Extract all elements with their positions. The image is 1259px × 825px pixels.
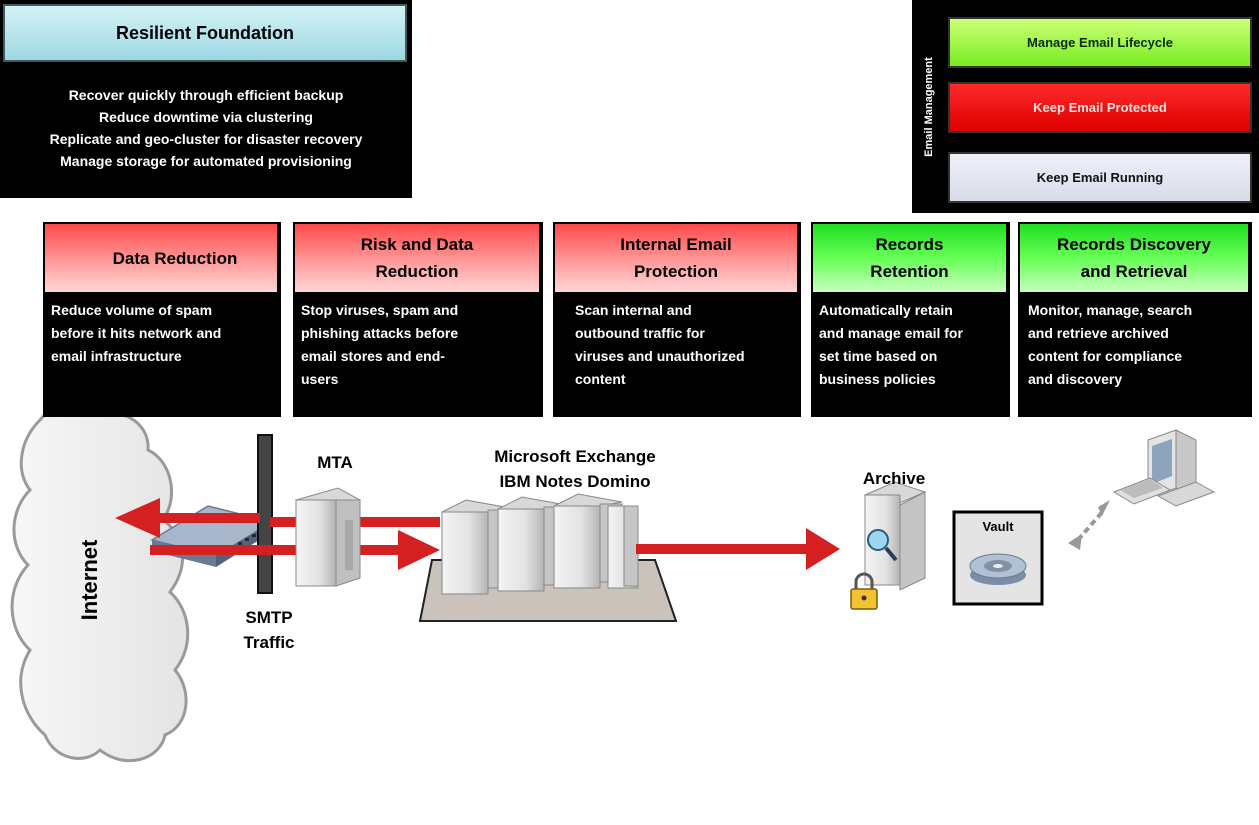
feature-data-reduction: Data Reduction Reduce volume of spam bef… xyxy=(43,222,281,417)
legend-manage-lifecycle: Manage Email Lifecycle xyxy=(948,17,1252,68)
feature-desc-line: Stop viruses, spam and xyxy=(301,302,459,318)
feature-title: Data Reduction xyxy=(45,224,277,292)
feature-desc-line: outbound traffic for xyxy=(575,325,705,341)
firewall-bar xyxy=(257,434,273,594)
feature-desc-line: business policies xyxy=(819,371,936,387)
smtp-inbound-arrow xyxy=(115,498,260,538)
resilient-foundation-list: Recover quickly through efficient backup… xyxy=(0,84,412,172)
legend-title: Email Management xyxy=(914,0,944,213)
feature-title-line: Records xyxy=(875,235,944,254)
feature-records-retention: Records Retention Automatically retain a… xyxy=(811,222,1010,417)
exchange-label-line: IBM Notes Domino xyxy=(499,472,651,491)
feature-title-line: Records Discovery xyxy=(1056,235,1212,254)
feature-desc-line: set time based on xyxy=(819,348,938,364)
archive-arrow xyxy=(636,528,840,570)
resilient-line: Recover quickly through efficient backup xyxy=(68,87,344,103)
feature-title: Records Discovery and Retrieval xyxy=(1020,224,1248,292)
feature-title-line: Retention xyxy=(870,262,949,281)
feature-title-text: Data Reduction xyxy=(112,248,238,268)
feature-title-line: Risk and Data xyxy=(360,235,474,254)
internet-label-text: Internet xyxy=(77,539,102,621)
mta-label: MTA xyxy=(317,453,353,472)
resilient-line: Replicate and geo-cluster for disaster r… xyxy=(49,131,363,147)
legend-title-text: Email Management xyxy=(923,56,935,157)
internet-label: Internet xyxy=(40,540,140,621)
vault-label: Vault xyxy=(982,519,1014,534)
feature-title: Risk and Data Reduction xyxy=(295,224,539,292)
feature-description: Monitor, manage, search and retrieve arc… xyxy=(1028,299,1246,391)
email-management-legend: Email Management Manage Email Lifecycle … xyxy=(912,0,1259,213)
feature-desc-line: email infrastructure xyxy=(51,348,182,364)
resilient-foundation-panel: Resilient Foundation Recover quickly thr… xyxy=(0,0,412,198)
feature-internal-email-protection: Internal Email Protection Scan internal … xyxy=(553,222,801,417)
feature-desc-line: content xyxy=(575,371,626,387)
exchange-label-line: Microsoft Exchange xyxy=(494,447,656,466)
smtp-traffic-label: SMTP Traffic xyxy=(224,605,314,655)
feature-desc-line: and discovery xyxy=(1028,371,1123,387)
exchange-label: Microsoft Exchange IBM Notes Domino xyxy=(455,444,695,494)
feature-title-line: and Retrieval xyxy=(1080,262,1188,281)
feature-title: Internal Email Protection xyxy=(555,224,797,292)
disk-icon xyxy=(969,553,1027,585)
client-link-arrow xyxy=(1068,500,1110,550)
smtp-label-line: Traffic xyxy=(243,633,295,652)
desktop-computer-icon xyxy=(1112,429,1216,507)
feature-desc-line: Automatically retain xyxy=(819,302,953,318)
legend-keep-protected: Keep Email Protected xyxy=(948,82,1252,133)
feature-desc-line: email stores and end- xyxy=(301,348,445,364)
resilient-line: Manage storage for automated provisionin… xyxy=(60,153,352,169)
feature-description: Reduce volume of spam before it hits net… xyxy=(51,299,275,368)
mta-server-icon xyxy=(294,487,362,587)
archive-label: Archive xyxy=(862,469,926,488)
feature-desc-line: and manage email for xyxy=(819,325,963,341)
feature-desc-line: Reduce volume of spam xyxy=(51,302,213,318)
feature-desc-line: phishing attacks before xyxy=(301,325,459,341)
feature-desc-line: viruses and unauthorized xyxy=(575,348,745,364)
feature-description: Scan internal and outbound traffic for v… xyxy=(575,299,795,391)
resilient-line: Reduce downtime via clustering xyxy=(99,109,313,125)
feature-desc-line: users xyxy=(301,371,339,387)
feature-title-line: Internal Email xyxy=(620,235,732,254)
feature-records-discovery: Records Discovery and Retrieval Monitor,… xyxy=(1018,222,1252,417)
search-icon xyxy=(867,529,898,562)
feature-description: Automatically retain and manage email fo… xyxy=(819,299,1004,391)
feature-desc-line: before it hits network and xyxy=(51,325,222,341)
feature-desc-line: Scan internal and xyxy=(575,302,692,318)
feature-description: Stop viruses, spam and phishing attacks … xyxy=(301,299,537,391)
exchange-servers-icon xyxy=(441,493,639,595)
smtp-label-line: SMTP xyxy=(245,608,293,627)
feature-risk-data-reduction: Risk and Data Reduction Stop viruses, sp… xyxy=(293,222,543,417)
feature-title: Records Retention xyxy=(813,224,1006,292)
feature-title-line: Protection xyxy=(633,262,719,281)
feature-title-line: Reduction xyxy=(375,262,459,281)
internet-cloud-icon xyxy=(10,402,190,763)
feature-desc-line: content for compliance xyxy=(1028,348,1183,364)
resilient-foundation-title: Resilient Foundation xyxy=(3,4,407,62)
feature-desc-line: Monitor, manage, search xyxy=(1028,302,1193,318)
smtp-outbound-arrow xyxy=(150,530,440,570)
feature-desc-line: and retrieve archived xyxy=(1028,325,1169,341)
lock-icon xyxy=(850,572,878,610)
legend-keep-running: Keep Email Running xyxy=(948,152,1252,203)
